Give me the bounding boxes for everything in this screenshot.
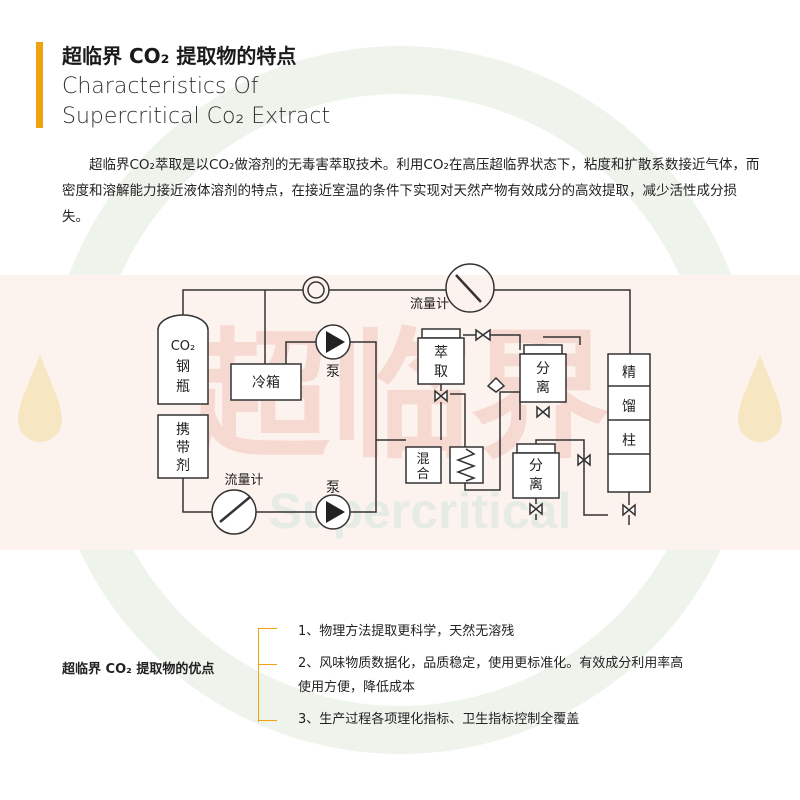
pump-top: 泵 <box>315 324 351 380</box>
bracket-tick-2 <box>259 664 277 665</box>
separator-1: 分 离 <box>519 344 567 419</box>
gauge-icon <box>302 276 330 304</box>
flowmeter-bottom-label: 流量计 <box>224 473 263 488</box>
column-label-2: 馏 <box>622 399 636 415</box>
bracket-tick-1 <box>259 628 277 629</box>
advantage-item-1: 1、物理方法提取更科学，天然无溶残 <box>298 624 515 639</box>
column-label-3: 柱 <box>622 433 636 449</box>
subtitle-line-2: Supercritical Co₂ Extract <box>62 104 331 129</box>
co2-bottle-label-3: 瓶 <box>176 379 190 395</box>
cooler-box: 冷箱 <box>230 363 302 401</box>
extractor-label-2: 取 <box>434 364 448 380</box>
pump-bottom: 泵 <box>315 480 351 530</box>
entrainer-label-2: 带 <box>176 440 190 456</box>
separator-2: 分 离 <box>512 443 560 520</box>
extractor-vessel: 萃 取 <box>417 328 465 403</box>
heat-exchanger <box>449 446 484 484</box>
separator-2-label-1: 分 <box>529 458 543 474</box>
watermark-drop-right <box>738 355 782 442</box>
co2-bottle-label-1: CO₂ <box>171 339 196 354</box>
intro-paragraph: 超临界CO₂萃取是以CO₂做溶剂的无毒害萃取技术。利用CO₂在高压超临界状态下，… <box>62 157 760 225</box>
page-subtitle-en: Characteristics Of Supercritical Co₂ Ext… <box>62 72 330 132</box>
watermark-band <box>0 275 800 550</box>
process-diagram: 流量计 CO₂ 钢 瓶 携 带 剂 冷箱 泵 流量计 泵 萃 <box>157 263 651 535</box>
cooler-label: 冷箱 <box>252 375 280 391</box>
mixer-box: 混 合 <box>405 446 442 484</box>
column-label-1: 精 <box>622 365 636 381</box>
entrainer-label-3: 剂 <box>176 458 190 474</box>
mixer-label-1: 混 <box>416 452 429 467</box>
advantage-item-2: 2、风味物质数据化，品质稳定，使用更标准化。有效成分利用率高 <box>298 656 684 671</box>
advantages-heading: 超临界 CO₂ 提取物的优点 <box>62 662 215 677</box>
subtitle-line-1: Characteristics Of <box>62 74 259 99</box>
distillation-column: 精 馏 柱 <box>607 353 651 525</box>
co2-bottle-label-2: 钢 <box>176 359 190 375</box>
advantages-bracket <box>258 628 283 722</box>
pump-bottom-label: 泵 <box>326 480 340 496</box>
co2-bottle: CO₂ 钢 瓶 <box>157 314 209 405</box>
pipes <box>182 289 631 516</box>
separator-1-label-1: 分 <box>536 361 550 377</box>
pump-top-label: 泵 <box>326 364 340 380</box>
valve-icons <box>475 328 591 467</box>
entrainer-label-1: 携 <box>176 422 190 438</box>
flowmeter-top-label: 流量计 <box>410 297 449 312</box>
watermark-drop-left <box>18 355 62 442</box>
mixer-label-2: 合 <box>416 467 429 482</box>
entrainer-tank: 携 带 剂 <box>157 414 209 479</box>
separator-2-label-2: 离 <box>529 476 543 493</box>
advantage-item-3: 3、生产过程各项理化指标、卫生指标控制全覆盖 <box>298 712 580 727</box>
page-title: 超临界 CO₂ 提取物的特点 <box>62 44 297 68</box>
separator-1-label-2: 离 <box>536 379 550 396</box>
bracket-tick-3 <box>259 720 277 721</box>
flowmeter-bottom: 流量计 <box>211 473 264 535</box>
flowmeter-top: 流量计 <box>410 263 495 313</box>
extractor-label-1: 萃 <box>434 345 448 361</box>
accent-bar <box>36 42 43 128</box>
advantage-item-2-cont: 使用方便，降低成本 <box>298 680 416 695</box>
